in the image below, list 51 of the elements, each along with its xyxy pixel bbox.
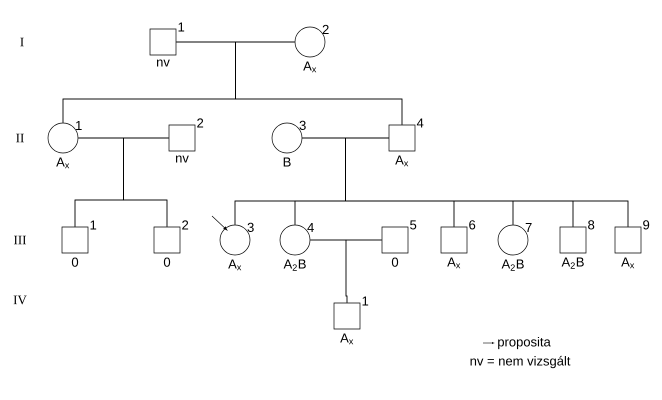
blood-group: A$_{x}$: [447, 258, 460, 268]
person-number: 1: [90, 220, 96, 230]
person-number: 1: [76, 121, 82, 130]
generation-label: II: [16, 134, 24, 142]
male-symbol: [334, 302, 360, 330]
male-symbol: [440, 226, 468, 254]
descent-line: [346, 240, 382, 303]
descent-line: [123, 138, 169, 227]
person-number: 8: [588, 220, 594, 230]
blood-group: 0: [392, 258, 398, 267]
legend-entry: proposita: [482, 336, 551, 350]
person-number: 4: [416, 118, 424, 128]
person-number: 2: [322, 24, 329, 34]
blood-group: A$_{x}$: [303, 62, 316, 72]
male-symbol: [62, 226, 88, 254]
generation-label: III: [14, 236, 26, 244]
blood-group: A$_{x}$: [395, 156, 408, 166]
generation-label: IV: [14, 296, 27, 304]
blood-group: 0: [72, 258, 78, 267]
male-symbol: [150, 28, 176, 56]
blood-group: nv: [176, 156, 189, 163]
blood-group: nv: [157, 60, 170, 67]
person-number: 3: [248, 222, 254, 232]
male-symbol: [168, 124, 196, 152]
person-number: 1: [362, 296, 368, 306]
person-number: 3: [300, 120, 306, 130]
male-symbol: [560, 226, 586, 254]
blood-group: A$_{x}$: [340, 334, 354, 344]
male-symbol: [154, 226, 180, 254]
male-symbol: [382, 226, 408, 254]
blood-group: A$_{2}$B: [502, 260, 524, 271]
blood-group: A$_{x}$: [621, 258, 634, 268]
blood-group: A$_{2}$B: [284, 260, 306, 271]
note: nv = nem vizsgált: [470, 356, 570, 368]
person-number: 2: [182, 220, 188, 230]
person-number: 4: [307, 223, 314, 232]
blood-group: 0: [164, 258, 170, 267]
person-number: 6: [469, 220, 476, 230]
descent-line: [62, 42, 295, 123]
person-number: 2: [197, 118, 204, 128]
person-number: 7: [526, 223, 532, 232]
person-number: 1: [178, 22, 184, 32]
blood-group: A$_{x}$: [56, 158, 70, 168]
blood-group: A$_{2}$B: [562, 258, 584, 269]
person-number: 5: [410, 220, 416, 230]
blood-group: B: [284, 158, 291, 166]
male-symbol: [388, 124, 416, 152]
male-symbol: [614, 226, 642, 254]
generation-label: I: [20, 38, 24, 46]
blood-group: A$_{x}$: [228, 260, 242, 270]
person-number: 9: [643, 220, 650, 230]
